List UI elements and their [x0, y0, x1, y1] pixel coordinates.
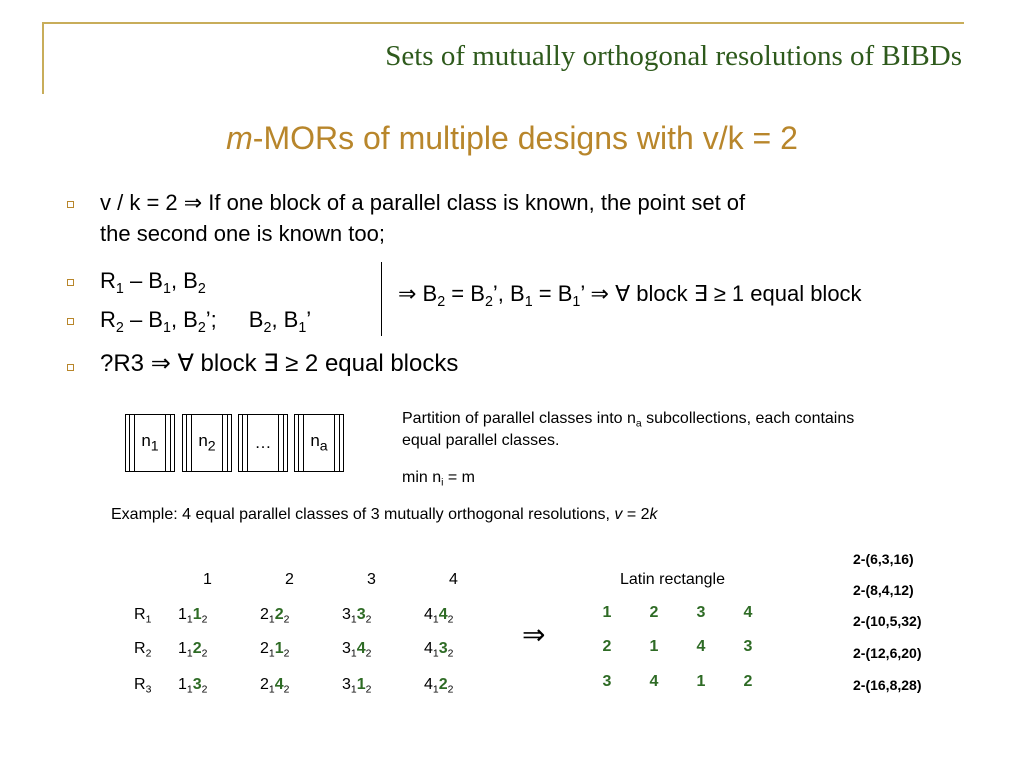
table-cell: 2112: [260, 640, 290, 660]
subcollection-box: na: [294, 414, 344, 472]
bullet-marker: [67, 318, 74, 325]
latin-cell: 1: [649, 638, 659, 655]
table-cell: 2122: [260, 606, 290, 626]
table-cell: 2142: [260, 676, 290, 696]
latin-cell: 2: [602, 638, 612, 655]
design-parameter: 2-(8,4,12): [853, 582, 914, 598]
bullet-marker: [67, 364, 74, 371]
table-cell: 1112: [178, 606, 208, 626]
latin-cell: 4: [696, 638, 706, 655]
latin-cell: 3: [696, 604, 706, 621]
box-label: n2: [198, 431, 216, 455]
row-label: R3: [134, 676, 152, 696]
table-cell: 4122: [424, 676, 454, 696]
implication-text: ⇒ B2 = B2’, B1 = B1’ ⇒ ∀ block ∃ ≥ 1 equ…: [398, 281, 862, 310]
bullet-4: ?R3 ⇒ ∀ block ∃ ≥ 2 equal blocks: [100, 350, 459, 377]
column-header: 4: [449, 571, 458, 588]
frame-vertical-line: [42, 22, 44, 94]
box-label: na: [310, 431, 328, 455]
latin-cell: 3: [743, 638, 753, 655]
bullet-marker: [67, 279, 74, 286]
latin-cell: 4: [743, 604, 753, 621]
min-condition: min ni = m: [402, 469, 475, 489]
design-parameter: 2-(6,3,16): [853, 551, 914, 567]
column-header: 2: [285, 571, 294, 588]
subcollection-box: n1: [125, 414, 175, 472]
latin-row: 2 1 4 3: [592, 638, 763, 656]
slide-title-m: m: [226, 120, 253, 156]
partition-description: Partition of parallel classes into na su…: [402, 410, 855, 449]
latin-row: 3 4 1 2: [592, 673, 763, 691]
header-title: Sets of mutually orthogonal resolutions …: [385, 40, 962, 72]
slide-title: m-MORs of multiple designs with v/k = 2: [0, 120, 1024, 157]
latin-cell: 4: [649, 673, 659, 690]
latin-cell: 2: [649, 604, 659, 621]
frame-horizontal-line: [42, 22, 964, 24]
table-cell: 3142: [342, 640, 372, 660]
bullet-2: R1 – B1, B2: [100, 268, 206, 297]
table-cell: 1132: [178, 676, 208, 696]
latin-row: 1 2 3 4: [592, 604, 763, 622]
design-parameter: 2-(16,8,28): [853, 677, 922, 693]
latin-cell: 2: [743, 673, 753, 690]
example-caption: Example: 4 equal parallel classes of 3 m…: [111, 506, 658, 523]
bullet-marker: [67, 201, 74, 208]
latin-cell: 3: [602, 673, 612, 690]
design-parameter: 2-(10,5,32): [853, 613, 922, 629]
slide-title-rest: -MORs of multiple designs with v/k = 2: [252, 120, 798, 156]
table-cell: 3112: [342, 676, 372, 696]
table-cell: 4132: [424, 640, 454, 660]
table-cell: 1122: [178, 640, 208, 660]
implies-arrow: ⇒: [522, 619, 546, 650]
bracket-line: [381, 262, 382, 336]
column-header: 3: [367, 571, 376, 588]
subcollection-box: …: [238, 414, 288, 472]
bullet-1: v / k = 2 ⇒ If one block of a parallel c…: [100, 187, 745, 249]
bullet-1-line-2: the second one is known too;: [100, 221, 385, 246]
box-label: …: [254, 433, 272, 452]
latin-cell: 1: [696, 673, 706, 690]
design-parameter: 2-(12,6,20): [853, 645, 922, 661]
subcollection-box: n2: [182, 414, 232, 472]
table-cell: 4142: [424, 606, 454, 626]
column-header: 1: [203, 571, 212, 588]
table-cell: 3132: [342, 606, 372, 626]
bullet-1-line-1: v / k = 2 ⇒ If one block of a parallel c…: [100, 190, 746, 215]
row-label: R2: [134, 640, 152, 660]
row-label: R1: [134, 606, 152, 626]
bullet-3: R2 – B1, B2’;B2, B1’: [100, 307, 312, 336]
latin-rectangle-title: Latin rectangle: [620, 571, 725, 588]
latin-cell: 1: [602, 604, 612, 621]
box-label: n1: [141, 431, 159, 455]
